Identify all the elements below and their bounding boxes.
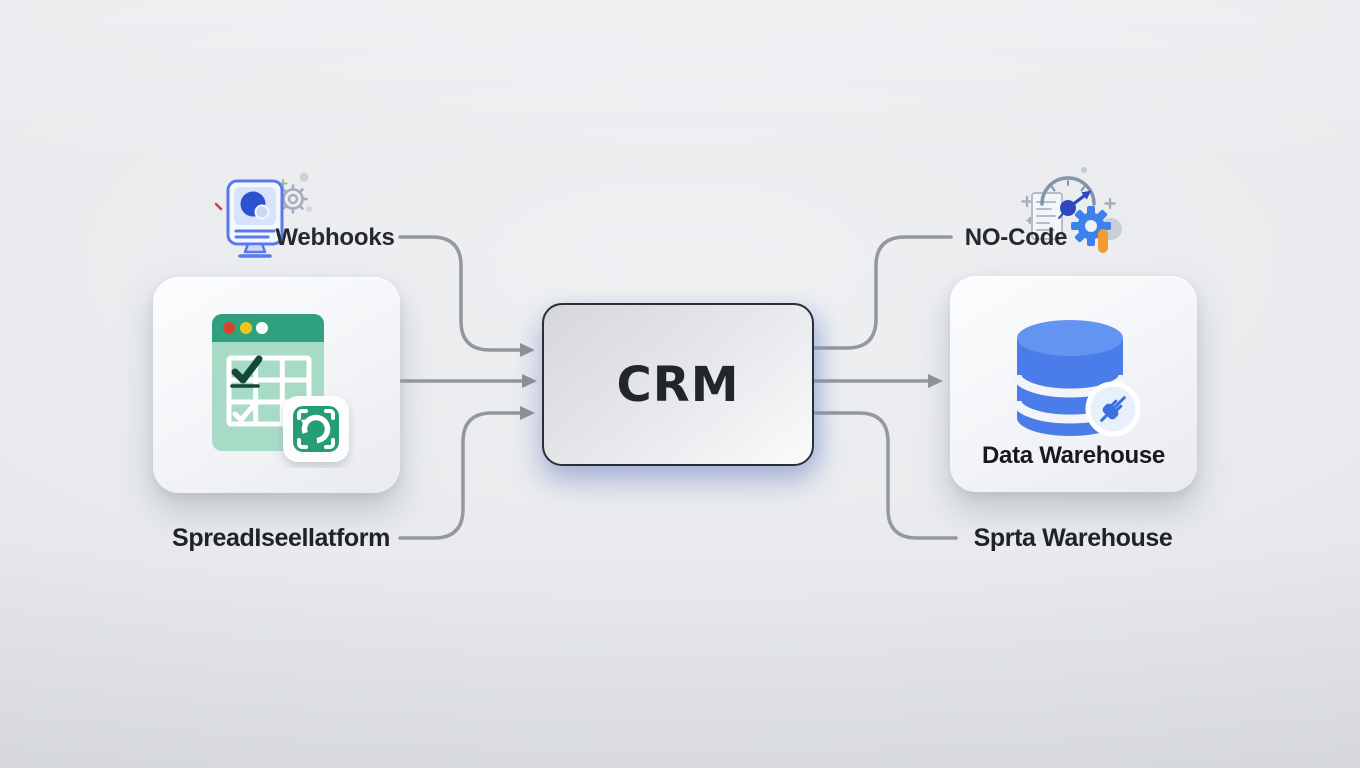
- corner-brackets: [297, 409, 335, 449]
- sparkle-red: [214, 202, 223, 211]
- sparkle-dot: [1081, 167, 1087, 173]
- sync-arrowhead: [301, 419, 309, 428]
- connector-crm-to-sprta: [808, 411, 958, 540]
- crm-node: CRM: [542, 303, 814, 466]
- connector-webhooks-to-crm: [398, 235, 522, 352]
- plug-connector-icon: [1100, 396, 1126, 422]
- sync-ring: [301, 414, 331, 444]
- spreadsheet-sync-icon: [212, 314, 349, 462]
- gauge-icon: [1040, 176, 1096, 219]
- plug-connector-badge: [1085, 381, 1141, 437]
- no-code-label: NO-Code: [964, 224, 1068, 251]
- webhooks-label: Webhooks: [275, 224, 395, 251]
- sprta-warehouse-label: Sprta Warehouse: [973, 524, 1173, 552]
- orange-pill-decoration: [1098, 229, 1108, 253]
- document-icon: [1031, 192, 1063, 240]
- data-warehouse-label: Data Warehouse: [982, 442, 1165, 469]
- window-dot-yellow: [240, 322, 252, 334]
- gear-outline-icon: [278, 184, 308, 214]
- gauge-gear-pill-icon: [1021, 167, 1122, 253]
- spreadsheet-label: SpreadIseellatform: [172, 524, 390, 552]
- sparkle-dot: [299, 172, 309, 182]
- crm-label: CRM: [616, 356, 740, 413]
- connector-spreadsheet-label-to-crm: [398, 411, 522, 540]
- webhook-monitor-gear-icon: [214, 172, 312, 258]
- window-dot-red: [223, 322, 235, 334]
- monitor-icon: [226, 179, 284, 258]
- checkmark-white: [232, 403, 256, 423]
- arrowheads: [520, 343, 943, 420]
- window-dot-white: [256, 322, 268, 334]
- connector-crm-to-nocode: [808, 235, 953, 350]
- sync-chip-icon: [283, 396, 349, 462]
- database-cylinder-icon: [1012, 320, 1141, 437]
- checkmark-dark: [231, 355, 263, 384]
- sparkle-dot: [306, 206, 312, 212]
- sparkle-plus: [1021, 195, 1116, 225]
